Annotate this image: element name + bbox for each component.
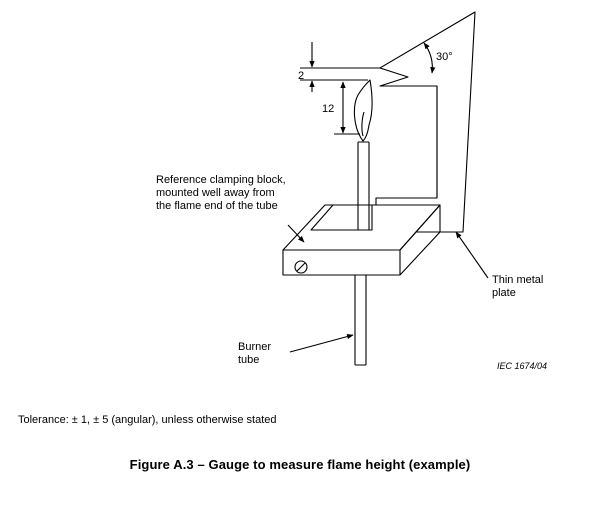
leader-block [287, 224, 305, 243]
dim-angle-label: 30° [436, 51, 453, 63]
figure-caption: Figure A.3 – Gauge to measure flame heig… [129, 457, 471, 472]
label-tube: Burner tube [238, 341, 274, 366]
clamp-block-side [399, 204, 441, 276]
label-block: Reference clamping block, mounted well a… [156, 174, 289, 212]
label-plate: Thin metal plate [492, 274, 546, 299]
burner-tube-lower [354, 275, 367, 366]
iec-reference: IEC 1674/04 [497, 361, 547, 371]
flame-inner [361, 111, 365, 137]
dim-flame-label: 12 [322, 103, 334, 115]
burner-tube-upper [357, 141, 370, 230]
tolerance-note: Tolerance: ± 1, ± 5 (angular), unless ot… [18, 414, 277, 426]
dim-angle-arc [423, 42, 436, 74]
clamp-screw-slot [296, 262, 306, 272]
flame [353, 79, 373, 142]
leader-plate [455, 231, 489, 279]
clamp-screw [294, 260, 308, 274]
dim-gap-label: 2 [298, 70, 304, 82]
leader-tube [289, 333, 354, 353]
clamp-block-front [282, 249, 401, 276]
flame-height-gauge-diagram: 30° 2 12 Reference clamping block, mount… [156, 11, 547, 371]
